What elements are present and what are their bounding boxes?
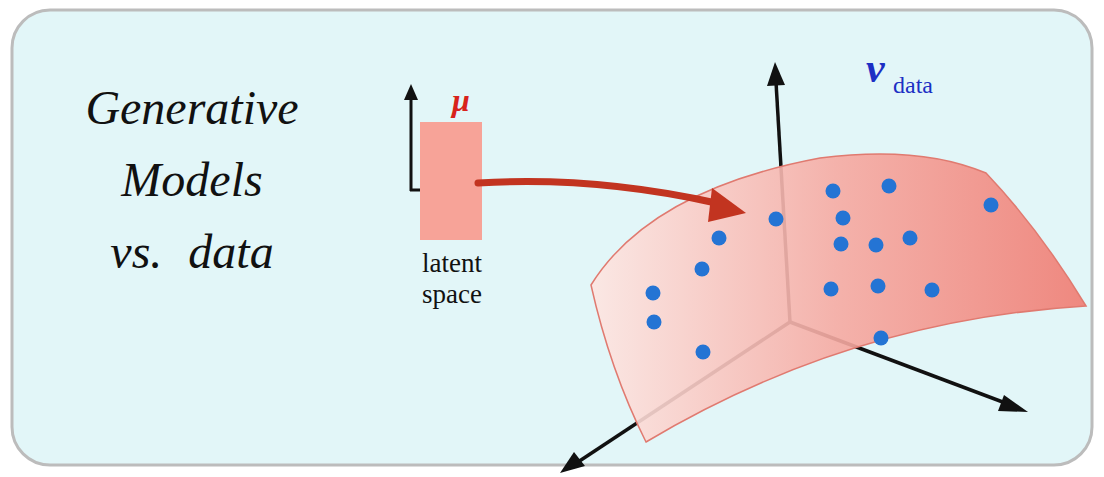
subscript: data — [893, 72, 933, 99]
data-manifold — [591, 154, 1086, 442]
distribution-symbol: ν — [866, 44, 885, 92]
data-points — [646, 179, 999, 360]
distribution-symbol: μ — [452, 82, 470, 119]
latent-square — [420, 122, 482, 240]
panel-heading: Generative Models vs. data — [83, 72, 301, 288]
axis-caption: latent space — [407, 248, 497, 310]
panel-background — [12, 10, 1092, 465]
mapping-arrow — [478, 182, 716, 203]
arrow-head — [708, 188, 746, 222]
